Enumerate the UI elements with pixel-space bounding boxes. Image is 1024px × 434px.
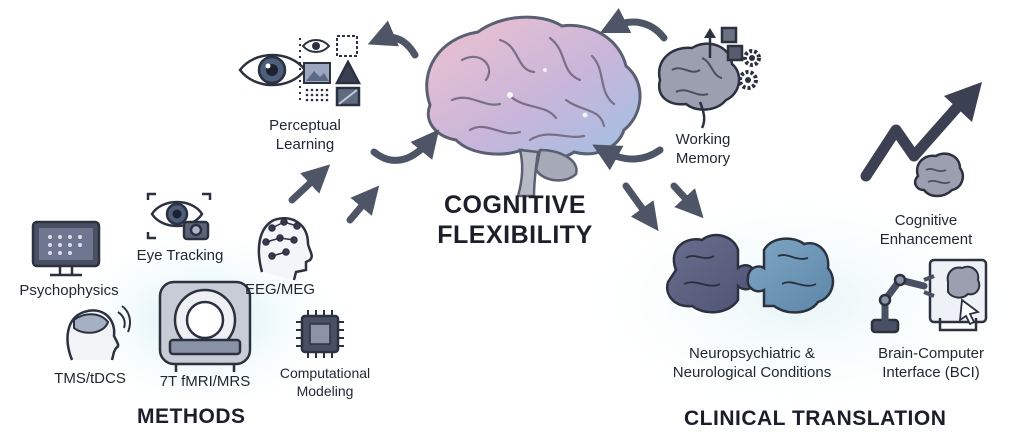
neuro-conditions-label: Neuropsychiatric & Neurological Conditio… (662, 344, 842, 382)
cognitive-enhancement-line1: Cognitive (894, 212, 958, 229)
eeg-meg-label: EEG/MEG (244, 281, 315, 298)
cognitive-enhancement-label: Cognitive Enhancement (866, 211, 986, 249)
computational-modeling-label: Computational Modeling (270, 364, 380, 400)
central-title-line2: FLEXIBILITY (437, 221, 593, 249)
arrow-eeg-to-brain (346, 185, 380, 224)
methods-heading: METHODS (137, 405, 246, 428)
bci-line1: Brain-Computer (878, 345, 984, 362)
arrow-brain-to-perceptual (367, 20, 419, 59)
perceptual-learning-line2: Learning (275, 136, 335, 153)
tms-tdcs-label: TMS/tDCS (54, 370, 126, 387)
perceptual-learning-line1: Perceptual (269, 117, 341, 134)
growth-arrow-icon (860, 82, 982, 198)
fmri-mrs-label: 7T fMRI/MRS (159, 373, 251, 390)
computational-modeling-line2: Modeling (296, 383, 354, 399)
central-brain-icon (425, 15, 642, 198)
bci-label: Brain-Computer Interface (BCI) (866, 344, 996, 382)
cognitive-enhancement-line2: Enhancement (879, 231, 973, 248)
working-memory-line2: Memory (675, 150, 731, 167)
perceptual-learning-label: Perceptual Learning (250, 116, 360, 154)
perceptual-icons (238, 35, 362, 107)
neuro-conditions-line2: Neurological Conditions (672, 364, 832, 381)
bci-line2: Interface (BCI) (882, 364, 980, 381)
arrow-workingmem-to-brain (599, 7, 668, 42)
bci-icon (870, 258, 988, 334)
clinical-translation-heading: CLINICAL TRANSLATION (684, 407, 947, 430)
arrow-brain-to-clinical-1 (622, 182, 659, 232)
eye-tracking-icon (146, 192, 212, 241)
chip-icon (296, 310, 344, 358)
working-memory-line1: Working (675, 131, 731, 148)
puzzle-brain-icon (665, 233, 835, 314)
flow-arrows (288, 7, 704, 232)
psychophysics-label: Psychophysics (19, 282, 119, 299)
arrow-perceptual-to-brain (370, 129, 440, 164)
eeg-head-icon (257, 217, 313, 281)
arrow-eye-to-perceptual (288, 164, 331, 204)
mri-scanner-icon (158, 280, 252, 372)
tms-head-icon (66, 305, 131, 361)
neuro-conditions-line1: Neuropsychiatric & (689, 345, 815, 362)
working-memory-icons (657, 26, 761, 129)
arrow-brain-to-clinical-2 (670, 182, 704, 219)
monitor-icon (31, 220, 101, 277)
central-title-line1: COGNITIVE (443, 191, 586, 219)
central-title: COGNITIVE FLEXIBILITY (415, 190, 615, 250)
computational-modeling-line1: Computational (279, 365, 371, 381)
working-memory-label: Working Memory (648, 130, 758, 168)
eye-tracking-label: Eye Tracking (136, 247, 224, 264)
arrow-brain-to-workingmem (592, 144, 664, 171)
